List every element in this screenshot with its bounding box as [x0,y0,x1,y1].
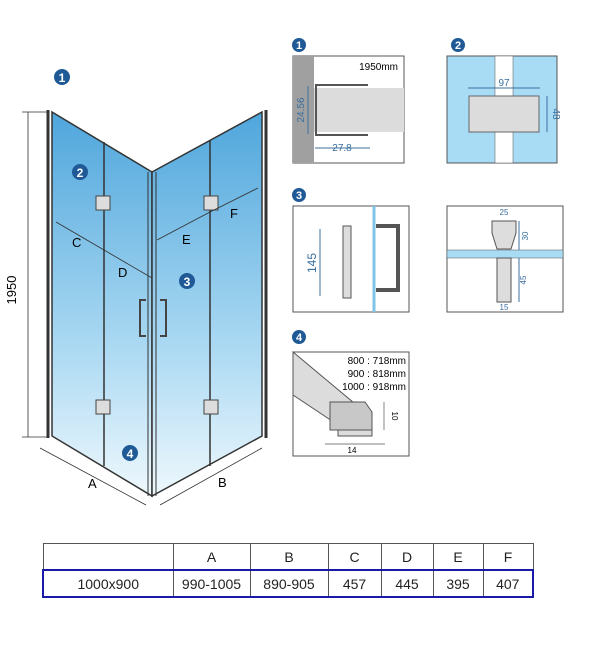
detail-3-handle: 3 145 [292,188,410,313]
callout-1: 1 [54,69,70,85]
right-glass-panel [151,110,263,498]
dimensions-table: A B C D E F 1000x900 990-1005 890-905 45… [42,543,534,598]
svg-text:14: 14 [348,446,357,455]
table-cell: 1000x900 [42,569,174,598]
svg-text:48: 48 [550,108,561,120]
table-header: B [249,543,329,571]
svg-text:4: 4 [127,447,134,461]
shower-enclosure: 1950 A B C D E F 1 2 3 4 [4,69,268,506]
table-header: C [327,543,382,571]
callout-2: 2 [72,164,88,180]
svg-text:1: 1 [59,71,66,85]
table-header [42,543,174,571]
svg-text:2: 2 [455,40,461,52]
table-cell: 990-1005 [172,569,251,598]
svg-text:3: 3 [184,275,191,289]
detail-knob-section: 25 30 45 15 [446,205,564,313]
svg-text:24.56: 24.56 [296,97,307,122]
detail-1-profile: 1 1950mm 27.8 24.56 [292,38,405,164]
dim-label-d: D [118,265,127,280]
table-header: D [380,543,434,571]
dim-label-a: A [88,476,97,491]
table-header: A [172,543,251,571]
table-cell: 457 [327,569,382,598]
table-cell: 890-905 [249,569,329,598]
dim-label-f: F [230,206,238,221]
svg-text:45: 45 [519,275,528,284]
table-cell: 407 [482,569,534,598]
svg-text:15: 15 [500,303,509,312]
svg-text:145: 145 [305,253,319,273]
svg-text:3: 3 [296,190,302,202]
detail-4-threshold: 4 800 : 718mm 900 : 818mm 1000 : 918mm 1… [292,330,410,457]
left-glass-panel [51,110,153,498]
height-dimension: 1950 [4,276,19,305]
svg-text:1: 1 [296,40,302,52]
callout-3: 3 [179,273,195,289]
svg-text:1950mm: 1950mm [359,62,398,73]
svg-text:97: 97 [498,78,510,89]
svg-text:1000 : 918mm: 1000 : 918mm [342,382,406,393]
svg-text:25: 25 [500,208,509,217]
svg-text:10: 10 [390,412,399,421]
table-cell: 395 [432,569,484,598]
callout-4: 4 [122,445,138,461]
table-header: E [432,543,484,571]
table-header: F [482,543,534,571]
svg-text:800 : 718mm: 800 : 718mm [348,356,406,367]
svg-text:27.8: 27.8 [332,143,352,154]
svg-text:4: 4 [296,332,303,344]
table-cell: 445 [380,569,434,598]
handle-icon [139,299,167,337]
dim-label-b: B [218,475,227,490]
detail-2-hinge: 2 97 48 [446,38,561,164]
dim-label-e: E [182,232,191,247]
svg-text:900 : 818mm: 900 : 818mm [348,369,406,380]
table-header-row: A B C D E F [42,543,534,571]
svg-text:30: 30 [521,231,530,240]
svg-text:2: 2 [77,166,84,180]
hinge-icon [95,195,219,415]
table-row: 1000x900 990-1005 890-905 457 445 395 40… [42,569,534,598]
dim-label-c: C [72,235,81,250]
